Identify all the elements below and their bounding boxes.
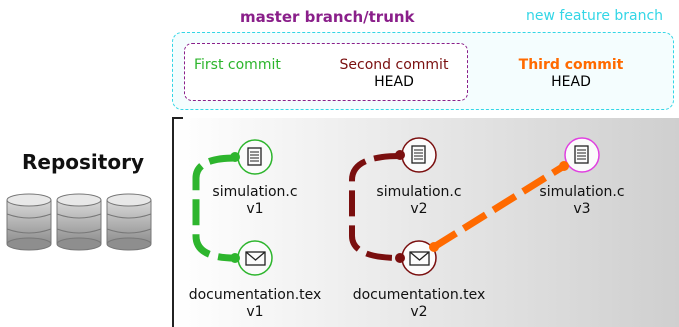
file-version: v3 xyxy=(573,201,591,217)
file-label-simulation-v3: simulation.c v3 xyxy=(522,184,642,218)
file-name: simulation.c xyxy=(539,184,625,200)
envelope-icon xyxy=(245,251,266,266)
envelope-icon xyxy=(409,251,430,266)
repository-title: Repository xyxy=(22,150,144,174)
third-commit-connector xyxy=(432,163,566,250)
file-name: documentation.tex xyxy=(188,287,322,303)
file-name: documentation.tex xyxy=(352,287,486,303)
third-commit-label: Third commit xyxy=(518,57,624,73)
file-node-simulation-v3 xyxy=(559,137,600,173)
third-commit-head: HEAD xyxy=(551,74,591,90)
file-label-simulation-v2: simulation.c v2 xyxy=(359,184,479,218)
first-commit-label: First commit xyxy=(194,57,281,73)
file-label-simulation-v1: simulation.c v1 xyxy=(195,184,315,218)
file-version: v1 xyxy=(246,201,264,217)
file-name: simulation.c xyxy=(376,184,462,200)
file-node-documentation-v2 xyxy=(395,240,439,276)
database-icon xyxy=(6,193,152,251)
document-icon xyxy=(574,145,589,164)
file-version: v1 xyxy=(246,304,264,320)
repository-panel-bracket xyxy=(172,117,183,327)
file-node-simulation-v1 xyxy=(230,139,273,175)
file-label-documentation-v1: documentation.tex v1 xyxy=(175,287,335,321)
file-node-documentation-v1 xyxy=(230,240,273,276)
feature-branch-title: new feature branch xyxy=(526,8,664,24)
file-node-simulation-v2 xyxy=(395,137,437,173)
master-branch-box xyxy=(184,43,468,101)
second-commit-connector xyxy=(349,153,401,261)
file-label-documentation-v2: documentation.tex v2 xyxy=(339,287,499,321)
document-icon xyxy=(247,147,262,166)
file-version: v2 xyxy=(410,201,428,217)
file-name: simulation.c xyxy=(212,184,298,200)
second-commit-head: HEAD xyxy=(374,74,414,90)
second-commit-label: Second commit xyxy=(339,57,449,73)
first-commit-connector xyxy=(192,154,236,262)
master-branch-title: master branch/trunk xyxy=(240,8,415,26)
document-icon xyxy=(411,145,426,164)
file-version: v2 xyxy=(410,304,428,320)
